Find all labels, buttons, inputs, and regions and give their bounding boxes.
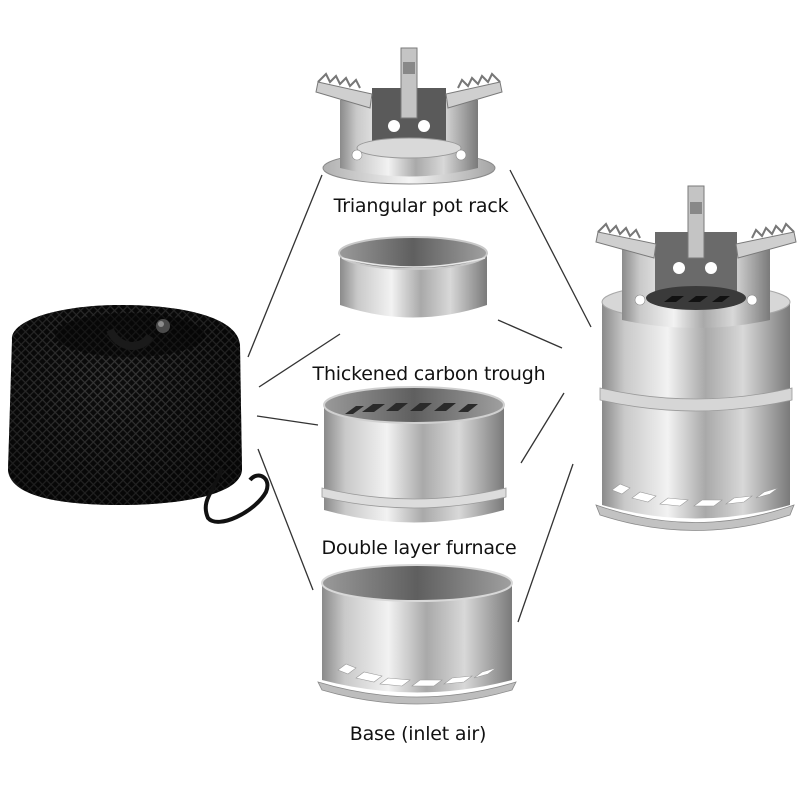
base-image [317,564,517,705]
connector-lines-right [497,169,592,623]
label-thickened-carbon-trough: Thickened carbon trough [312,363,546,385]
connector-lines-left [247,174,341,591]
pot-rack-image [315,47,503,185]
label-double-layer-furnace: Double layer furnace [321,537,517,559]
connector-line [256,415,319,426]
connector-line [247,174,323,358]
carbon-trough-image [338,236,488,318]
furnace-image [321,386,507,523]
connector-line [509,169,592,328]
connector-line [257,448,314,591]
assembled-stove-image [595,185,797,531]
connector-line [258,333,341,388]
connector-line [517,463,574,623]
connector-line [497,319,563,349]
label-triangular-pot-rack: Triangular pot rack [333,195,509,217]
label-base-inlet-air: Base (inlet air) [349,723,487,745]
connector-line [520,392,565,464]
storage-bag-image [8,305,270,524]
